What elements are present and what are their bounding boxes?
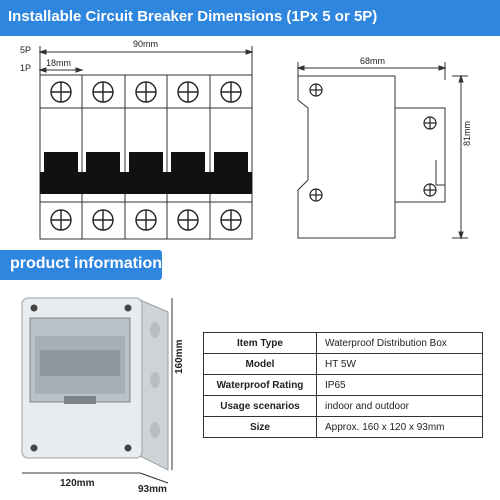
breaker-front-view (38, 46, 468, 240)
spec-value: IP65 (316, 374, 483, 396)
table-row: Item Type Waterproof Distribution Box (203, 332, 483, 354)
breaker-outline (39, 74, 253, 240)
breaker-handle (44, 152, 78, 174)
screw-icon (50, 209, 72, 231)
table-row: Waterproof Rating IP65 (203, 374, 483, 396)
table-row: Usage scenarios indoor and outdoor (203, 395, 483, 417)
product-width-label: 120mm (60, 478, 95, 489)
label-5p: 5P (20, 45, 32, 55)
handle-band (40, 172, 252, 194)
spec-value: Waterproof Distribution Box (316, 332, 483, 354)
screw-icon (423, 116, 437, 130)
side-width-label: 68mm (360, 56, 386, 66)
screw-icon (92, 209, 114, 231)
screw-icon (309, 188, 323, 202)
screw-icon (423, 183, 437, 197)
spec-key: Size (203, 416, 317, 438)
spec-key: Item Type (203, 332, 317, 354)
dimensions-banner: Installable Circuit Breaker Dimensions (… (0, 0, 500, 36)
width-5p-label: 90mm (133, 39, 159, 49)
table-row: Model HT 5W (203, 353, 483, 375)
spec-key: Usage scenarios (203, 395, 317, 417)
screw-icon (92, 81, 114, 103)
breaker-side-view (296, 62, 468, 240)
label-1p: 1P (20, 63, 32, 73)
screw-icon (50, 81, 72, 103)
spec-value: indoor and outdoor (316, 395, 483, 417)
product-depth-label: 93mm (138, 484, 167, 495)
spec-value: Approx. 160 x 120 x 93mm (316, 416, 483, 438)
spec-key: Waterproof Rating (203, 374, 317, 396)
breaker-handle (214, 152, 248, 174)
product-info-title: product information (10, 255, 162, 272)
spec-table: Item Type Waterproof Distribution Box Mo… (203, 332, 483, 438)
breaker-handles (44, 152, 248, 174)
product-info-banner: product information (0, 250, 162, 280)
spec-key: Model (203, 353, 317, 375)
product-height-label: 160mm (174, 339, 185, 374)
breaker-handle (129, 152, 163, 174)
spec-value: HT 5W (316, 353, 483, 375)
screw-icon (177, 209, 199, 231)
screw-icon (177, 81, 199, 103)
width-1p-label: 18mm (46, 58, 72, 68)
screw-icon (135, 209, 157, 231)
breaker-handle (171, 152, 205, 174)
table-row: Size Approx. 160 x 120 x 93mm (203, 416, 483, 438)
screw-icon (220, 209, 242, 231)
breaker-handle (86, 152, 120, 174)
screw-icon (135, 81, 157, 103)
screw-terminals-bottom (50, 209, 242, 231)
screw-icon (309, 83, 323, 97)
screw-terminals-top (50, 81, 242, 103)
dimensions-title: Installable Circuit Breaker Dimensions (… (8, 8, 378, 25)
screw-icon (220, 81, 242, 103)
